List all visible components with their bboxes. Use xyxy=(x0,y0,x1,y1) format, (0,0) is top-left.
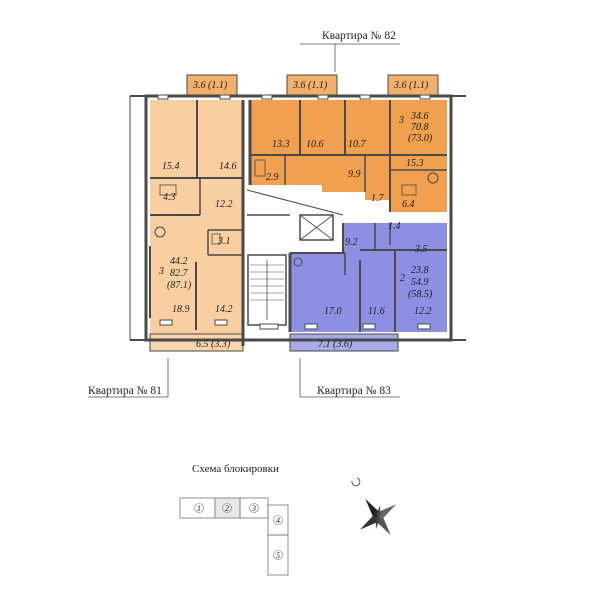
apt83-room-area: 11.6 xyxy=(368,306,385,317)
apt83-room-area: 9.2 xyxy=(345,237,358,248)
apt81-room-area: 3.1 xyxy=(217,236,231,247)
apt83-living-area: 23.8 xyxy=(411,265,429,276)
apt82-room-area: 1.7 xyxy=(371,193,385,204)
balcony-82-left-label: 3.6 (1.1) xyxy=(192,80,228,91)
apt83-room-area: 3.5 xyxy=(414,244,428,255)
apt82-room-area: 10.6 xyxy=(306,139,324,150)
apt82-room-area: 10.7 xyxy=(348,139,367,150)
apt81-room-area: 14.2 xyxy=(215,304,233,315)
apt81-total-with-balcony: (87.1) xyxy=(167,280,192,291)
apt81-living-area: 44.2 xyxy=(170,256,188,267)
block-section-2: 2 xyxy=(225,504,229,513)
elevator-shaft xyxy=(299,214,334,241)
apt82-room-area: 9.9 xyxy=(348,169,361,180)
apt81-room-area: 18.9 xyxy=(172,304,190,315)
apt81-room-area: 14.6 xyxy=(219,161,237,172)
apt83-total-with-balcony: (58.5) xyxy=(408,289,433,300)
balconies xyxy=(149,74,439,352)
balcony-82-right-label: 3.6 (1.1) xyxy=(393,80,429,91)
apt82-room-area: 2.9 xyxy=(266,172,279,183)
block-scheme: Схема блокировки 1 2 3 4 5 xyxy=(179,463,289,576)
apartment-83-label: Квартира № 83 xyxy=(317,385,391,397)
apt81-room-area: 12.2 xyxy=(215,199,233,210)
block-section-1: 1 xyxy=(197,504,201,513)
apt83-room-area: 12.2 xyxy=(414,306,432,317)
block-section-4: 4 xyxy=(276,516,280,525)
apt81-room-area: 4.3 xyxy=(163,192,176,203)
apt83-room-area: 1.4 xyxy=(388,221,401,232)
apt83-total-area: 54.9 xyxy=(411,277,429,288)
apt81-rooms-count: 3 xyxy=(158,266,164,277)
apt82-room-area: 15.3 xyxy=(406,158,424,169)
apartment-81-label: Квартира № 81 xyxy=(88,385,162,397)
apt83-room-area: 17.0 xyxy=(324,306,342,317)
block-section-3: 3 xyxy=(251,504,256,513)
apt83-rooms-count: 2 xyxy=(400,273,405,284)
apt81-total-area: 82.7 xyxy=(170,268,189,279)
apt81-room-area: 15.4 xyxy=(162,161,180,172)
balcony-83-label: 7.1 (3.6) xyxy=(318,339,353,350)
apt82-total-area: 70.8 xyxy=(411,122,429,133)
walls xyxy=(129,94,466,346)
balcony-82-middle-label: 3.6 (1.1) xyxy=(292,80,328,91)
outer-wall xyxy=(144,94,453,342)
apt82-rooms-count: 3 xyxy=(398,115,404,126)
apt82-living-area: 34.6 xyxy=(410,111,429,122)
compass-icon xyxy=(351,477,397,536)
apt82-room-area: 6.4 xyxy=(402,199,415,210)
apt82-room-area: 13.3 xyxy=(272,139,290,150)
apartment-82-label: Квартира № 82 xyxy=(322,30,396,42)
apt82-total-with-balcony: (73.0) xyxy=(408,133,433,144)
block-scheme-title: Схема блокировки xyxy=(192,463,279,475)
balcony-83 xyxy=(289,333,399,352)
balcony-81-label: 6.5 (3.3) xyxy=(196,339,231,350)
block-section-5: 5 xyxy=(276,551,280,560)
